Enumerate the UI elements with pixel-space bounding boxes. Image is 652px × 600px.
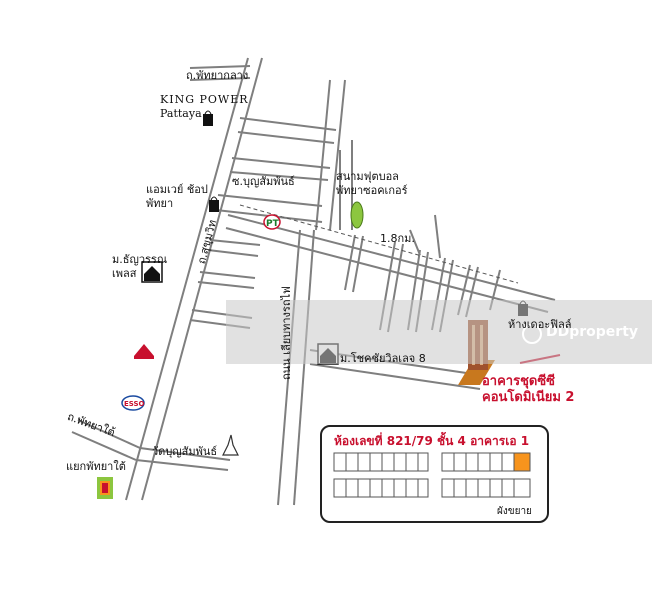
- floor-plan: [333, 452, 531, 498]
- label-thanyawan-1: ม.ธัญวรรณ: [112, 253, 168, 266]
- label-project-1: อาคารชุดซีซี: [482, 374, 555, 389]
- pattaya-tai-road: [77, 419, 141, 449]
- pt-station-icon: PT: [263, 214, 281, 230]
- watermark-band: [226, 300, 652, 364]
- label-mall: ห้างเดอะฟิลล์: [508, 318, 572, 331]
- label-yaek-pattaya-tai: แยกพัทยาใต้: [66, 460, 126, 473]
- label-football-2: พัทยาซอคเกอร์: [336, 184, 408, 197]
- layout-label: ผังขยาย: [497, 506, 532, 517]
- label-football-1: สนามฟุตบอล: [336, 170, 399, 183]
- label-railway-road: ถนน เลียบทางรถไฟ: [280, 286, 293, 380]
- label-distance: 1.8กม.: [380, 232, 415, 245]
- room-info-title: ห้องเลขที่ 821/79 ชั้น 4 อาคารเอ 1: [334, 434, 530, 448]
- shopping-bag-icon-king-power: [203, 110, 213, 126]
- label-king-power-2: Pattaya: [160, 107, 202, 120]
- room-info-box: ห้องเลขที่ 821/79 ชั้น 4 อาคารเอ 1 ผังขย…: [320, 425, 549, 523]
- label-soi-boonsamphan: ซ.บุญสัมพันธ์: [232, 175, 295, 188]
- label-project-2: คอนโดมิเนียม 2: [482, 390, 575, 405]
- label-chokchai: ม.โชคชัยวิลเลจ 8: [340, 352, 426, 365]
- shopping-bag-icon-amway: [209, 196, 219, 212]
- watermark-text: DDproperty: [546, 324, 639, 340]
- label-thanyawan-2: เพลส: [112, 267, 137, 280]
- ddproperty-logo-icon: [522, 324, 542, 344]
- highlighted-unit: [513, 452, 531, 472]
- seven-eleven-icon: [97, 477, 113, 499]
- diagonal-road: [315, 79, 331, 231]
- label-temple: วัดบุญสัมพันธ์: [152, 445, 218, 458]
- label-amway-1: แอมเวย์ ช้อป: [146, 183, 208, 196]
- railway-road: [277, 229, 301, 506]
- sukhumvit-road: [125, 57, 249, 501]
- house-icon-thanyawan: [141, 261, 163, 283]
- pattaya-klang-road: [189, 65, 251, 69]
- football-field: [350, 201, 364, 229]
- label-amway-2: พัทยา: [146, 197, 174, 210]
- honda-icon: [134, 344, 154, 359]
- label-pattaya-klang: ถ.พัทยากลาง: [186, 69, 249, 82]
- esso-station-icon: ESSO: [121, 395, 145, 411]
- svg-text:PT: PT: [266, 219, 280, 229]
- route-line: [239, 204, 519, 284]
- label-king-power-1: KING POWER: [160, 93, 249, 106]
- temple-icon: [222, 434, 239, 456]
- svg-text:ESSO: ESSO: [124, 400, 145, 408]
